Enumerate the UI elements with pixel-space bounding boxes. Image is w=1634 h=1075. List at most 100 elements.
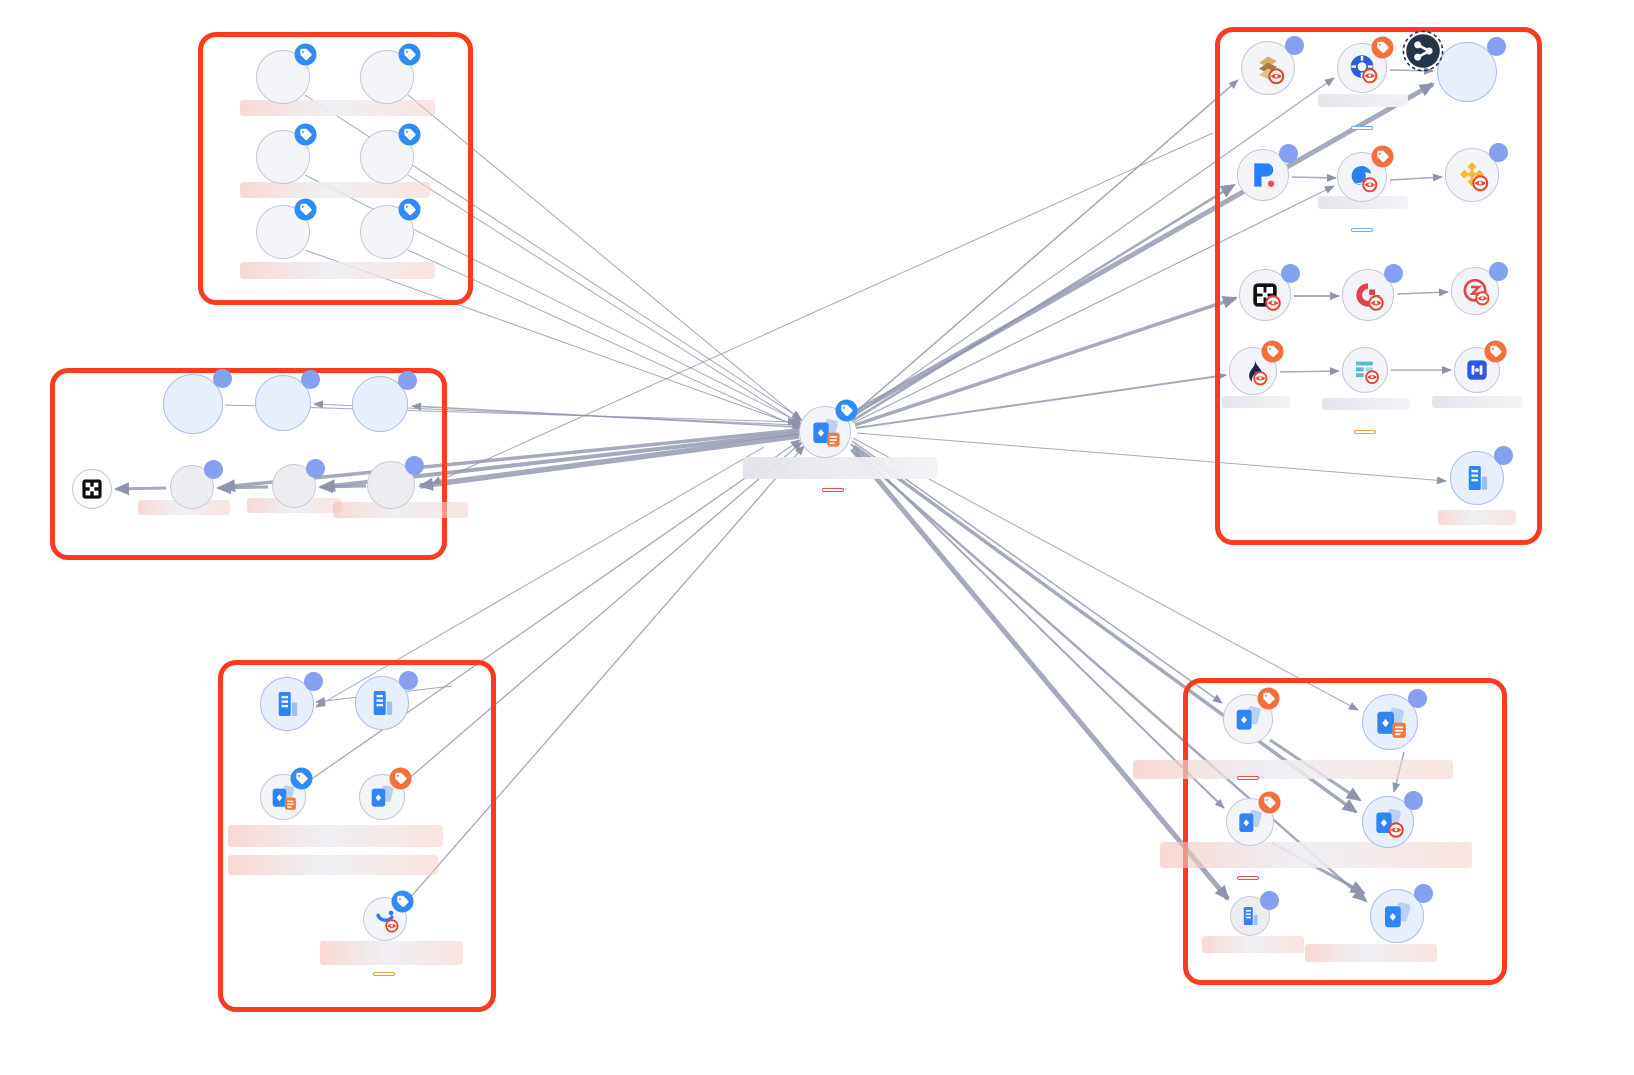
graph-node-case-1[interactable] <box>256 43 317 104</box>
graph-node-tta3um[interactable] <box>1223 687 1280 744</box>
graph-node-other-34[interactable] <box>163 369 232 434</box>
graph-node-gamble-high-risk[interactable] <box>355 671 418 730</box>
redacted-text <box>320 941 463 965</box>
tag-badge-blue-icon <box>391 890 414 913</box>
redacted-text <box>240 262 435 279</box>
graph-node-bitpie-user[interactable] <box>1337 36 1394 93</box>
binance-icon <box>1454 157 1490 193</box>
tag-badge-orange-icon <box>1371 36 1394 59</box>
graph-node-other-65[interactable] <box>272 459 325 508</box>
graph-node-zb-user[interactable] <box>1451 262 1508 315</box>
tag-badge-blue-icon <box>835 399 858 422</box>
cards-doc-icon <box>1371 703 1409 741</box>
node-circle <box>360 130 414 184</box>
node-circle <box>1450 451 1504 505</box>
graph-node-case-5[interactable] <box>256 198 317 259</box>
node-circle <box>163 374 223 434</box>
node-circle <box>256 205 310 259</box>
cards-doc-icon <box>268 782 299 813</box>
group-box-other-platform-left <box>218 660 496 1012</box>
node-circle <box>1454 347 1500 393</box>
graph-node-mixin-user[interactable] <box>1454 340 1507 393</box>
graph-node-other-4[interactable] <box>255 370 320 431</box>
tag-badge-orange-icon <box>389 767 412 790</box>
redacted-text <box>1438 510 1516 525</box>
count-badge <box>306 459 325 478</box>
graph-node-other-2[interactable] <box>352 371 417 432</box>
count-badge <box>1489 143 1508 162</box>
node-circle <box>1237 149 1289 201</box>
bitrace-logo <box>1402 30 1450 77</box>
graph-node-gateio-user[interactable] <box>1342 264 1403 321</box>
node-circle <box>72 469 112 509</box>
bitpie-icon <box>1345 51 1379 85</box>
graph-node-huobi-user[interactable] <box>1229 340 1284 395</box>
graph-node-tokenpocket-user[interactable] <box>1237 144 1298 201</box>
count-badge <box>204 460 223 479</box>
graph-node-platform-a[interactable] <box>260 767 313 820</box>
graph-node-other-55[interactable] <box>170 460 223 509</box>
node-circle <box>1337 43 1387 93</box>
redacted-text <box>228 855 438 875</box>
bitrace-logo-icon <box>1402 30 1444 77</box>
tag-badge-orange-icon <box>1371 145 1394 168</box>
graph-node-ftx-user[interactable] <box>1342 347 1388 393</box>
count-badge <box>1408 689 1427 708</box>
node-circle <box>170 465 214 509</box>
graph-node-case-6[interactable] <box>360 198 421 259</box>
cards-icon <box>1234 806 1266 838</box>
group-box-direct-case <box>198 32 473 305</box>
risk-tag <box>1351 228 1373 232</box>
count-badge <box>1487 37 1506 56</box>
redacted-text <box>1318 94 1408 107</box>
graph-node-case-4[interactable] <box>360 123 421 184</box>
graph-node-hot-70[interactable] <box>1230 891 1279 936</box>
count-badge <box>304 672 323 691</box>
redacted-text <box>138 500 230 515</box>
graph-node-gamble-high-danger[interactable] <box>260 672 323 731</box>
graph-node-luckypay[interactable] <box>363 890 414 941</box>
graph-node-okx-official[interactable] <box>72 469 112 509</box>
redacted-text <box>1305 944 1437 962</box>
tokenpocket-icon <box>1246 158 1281 193</box>
node-circle <box>272 464 316 508</box>
node-circle <box>363 897 407 941</box>
node-circle <box>799 406 851 458</box>
okx-icon <box>79 476 106 503</box>
graph-node-okx-user[interactable] <box>1239 264 1300 321</box>
count-badge <box>398 371 417 390</box>
graph-node-case-3[interactable] <box>256 123 317 184</box>
redacted-text <box>240 100 435 116</box>
group-box-withdraw <box>1215 27 1542 545</box>
tag-badge-blue-icon <box>294 198 317 221</box>
tag-badge-blue-icon <box>290 767 313 790</box>
graph-node-hot-9[interactable] <box>1362 791 1423 848</box>
tag-badge-orange-icon <box>1257 687 1280 710</box>
graph-node-other-645[interactable] <box>367 456 424 509</box>
graph-node-case-2[interactable] <box>360 43 421 104</box>
node-circle <box>1226 798 1274 846</box>
graph-node-hot-1[interactable] <box>1362 689 1427 750</box>
graph-node-imtoken-user[interactable] <box>1337 145 1394 202</box>
building-icon <box>1237 903 1264 930</box>
count-badge <box>213 369 232 388</box>
graph-node-hot-3[interactable] <box>1370 884 1433 943</box>
node-circle <box>256 50 310 104</box>
count-badge <box>1414 884 1433 903</box>
redacted-text <box>1432 396 1522 408</box>
risk-tag <box>1237 776 1259 780</box>
huobi-icon <box>1237 355 1269 387</box>
graph-node-yibifu-user[interactable] <box>1241 36 1304 95</box>
graph-node-binance-user[interactable] <box>1445 143 1508 202</box>
imtoken-icon <box>1345 160 1379 194</box>
graph-node-withdraw-3[interactable] <box>1450 446 1513 505</box>
graph-node-center-hub[interactable] <box>799 399 858 458</box>
graph-node-platform-b[interactable] <box>359 767 412 820</box>
cards-icon <box>367 782 398 813</box>
graph-node-hot-l2[interactable] <box>1226 791 1281 846</box>
redacted-text <box>1133 760 1453 779</box>
